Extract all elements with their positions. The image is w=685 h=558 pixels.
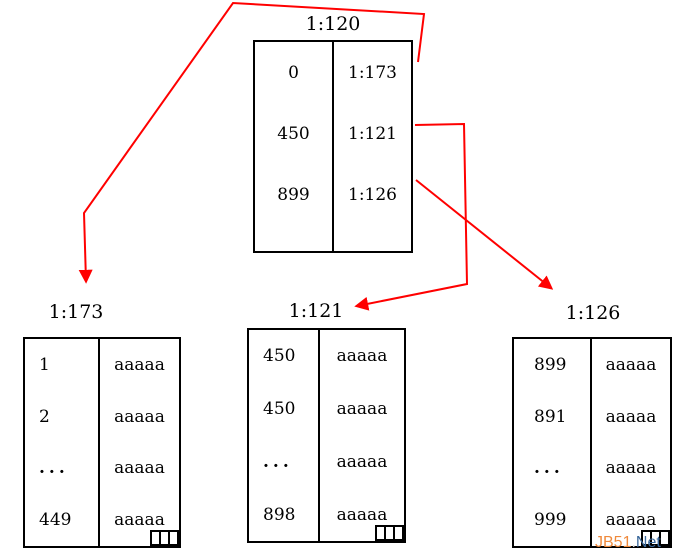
root-pointer-cell: 1:173 [348,62,397,83]
leaf-value-cell: aaaaa [114,510,165,531]
leaf-key-cell: 891 [534,406,567,427]
watermark: JB51.Net [595,534,661,552]
leaf-value-column: aaaaa aaaaa aaaaa aaaaa [320,330,404,541]
root-table-title: 1:120 [305,13,361,35]
leaf-key-cell: 999 [534,510,567,531]
leaf-value-cell: aaaaa [114,354,165,375]
root-table: 0 450 899 1:173 1:121 1:126 [253,40,413,253]
leaf-value-cell: aaaaa [336,451,388,472]
leaf-value-column: aaaaa aaaaa aaaaa aaaaa [592,339,670,546]
watermark-dot: . [631,534,636,551]
root-pointer-column: 1:173 1:121 1:126 [334,42,411,251]
leaf-key-column: 1 2 ... 449 [25,339,100,546]
leaf-key-cell: 449 [39,510,72,531]
leaf-value-cell: aaaaa [336,399,388,420]
root-pointer-cell: 1:126 [348,184,397,205]
root-pointer-cell: 1:121 [348,123,397,144]
leaf-key-column: 899 891 ... 999 [514,339,592,546]
leaf-key-cell: ... [263,451,293,472]
page-slots-icon [150,530,179,546]
leaf-value-cell: aaaaa [605,354,657,375]
watermark-site: JB51 [595,534,632,551]
leaf-key-cell: ... [39,458,69,479]
leaf-table-title-1173: 1:173 [48,301,104,323]
leaf-value-cell: aaaaa [605,458,657,479]
root-key-cell: 899 [277,184,310,205]
root-key-cell: 450 [277,123,310,144]
leaf-value-cell: aaaaa [605,406,657,427]
leaf-table-title-1126: 1:126 [565,302,621,324]
leaf-value-cell: aaaaa [114,458,165,479]
leaf-value-cell: aaaaa [336,346,388,367]
leaf-key-cell: 899 [534,354,567,375]
leaf-value-cell: aaaaa [336,504,388,525]
leaf-table-1126: 899 891 ... 999 aaaaa aaaaa aaaaa aaaaa [512,337,672,548]
leaf-value-column: aaaaa aaaaa aaaaa aaaaa [100,339,179,546]
leaf-table-1173: 1 2 ... 449 aaaaa aaaaa aaaaa aaaaa [23,337,181,548]
leaf-table-title-1121: 1:121 [288,300,344,322]
leaf-value-cell: aaaaa [114,406,165,427]
leaf-key-column: 450 450 ... 898 [249,330,320,541]
leaf-value-cell: aaaaa [605,510,657,531]
leaf-key-cell: ... [534,458,564,479]
leaf-key-cell: 2 [39,406,50,427]
page-slots-icon [641,530,670,546]
page-slots-icon [375,525,404,541]
watermark-tld: Net [635,534,661,551]
root-key-cell: 0 [288,62,299,83]
leaf-key-cell: 450 [263,346,296,367]
root-key-column: 0 450 899 [255,42,334,251]
leaf-key-cell: 898 [263,504,296,525]
leaf-key-cell: 1 [39,354,50,375]
leaf-key-cell: 450 [263,399,296,420]
arrow-root-to-1126 [415,179,554,290]
leaf-table-1121: 450 450 ... 898 aaaaa aaaaa aaaaa aaaaa [247,328,406,543]
